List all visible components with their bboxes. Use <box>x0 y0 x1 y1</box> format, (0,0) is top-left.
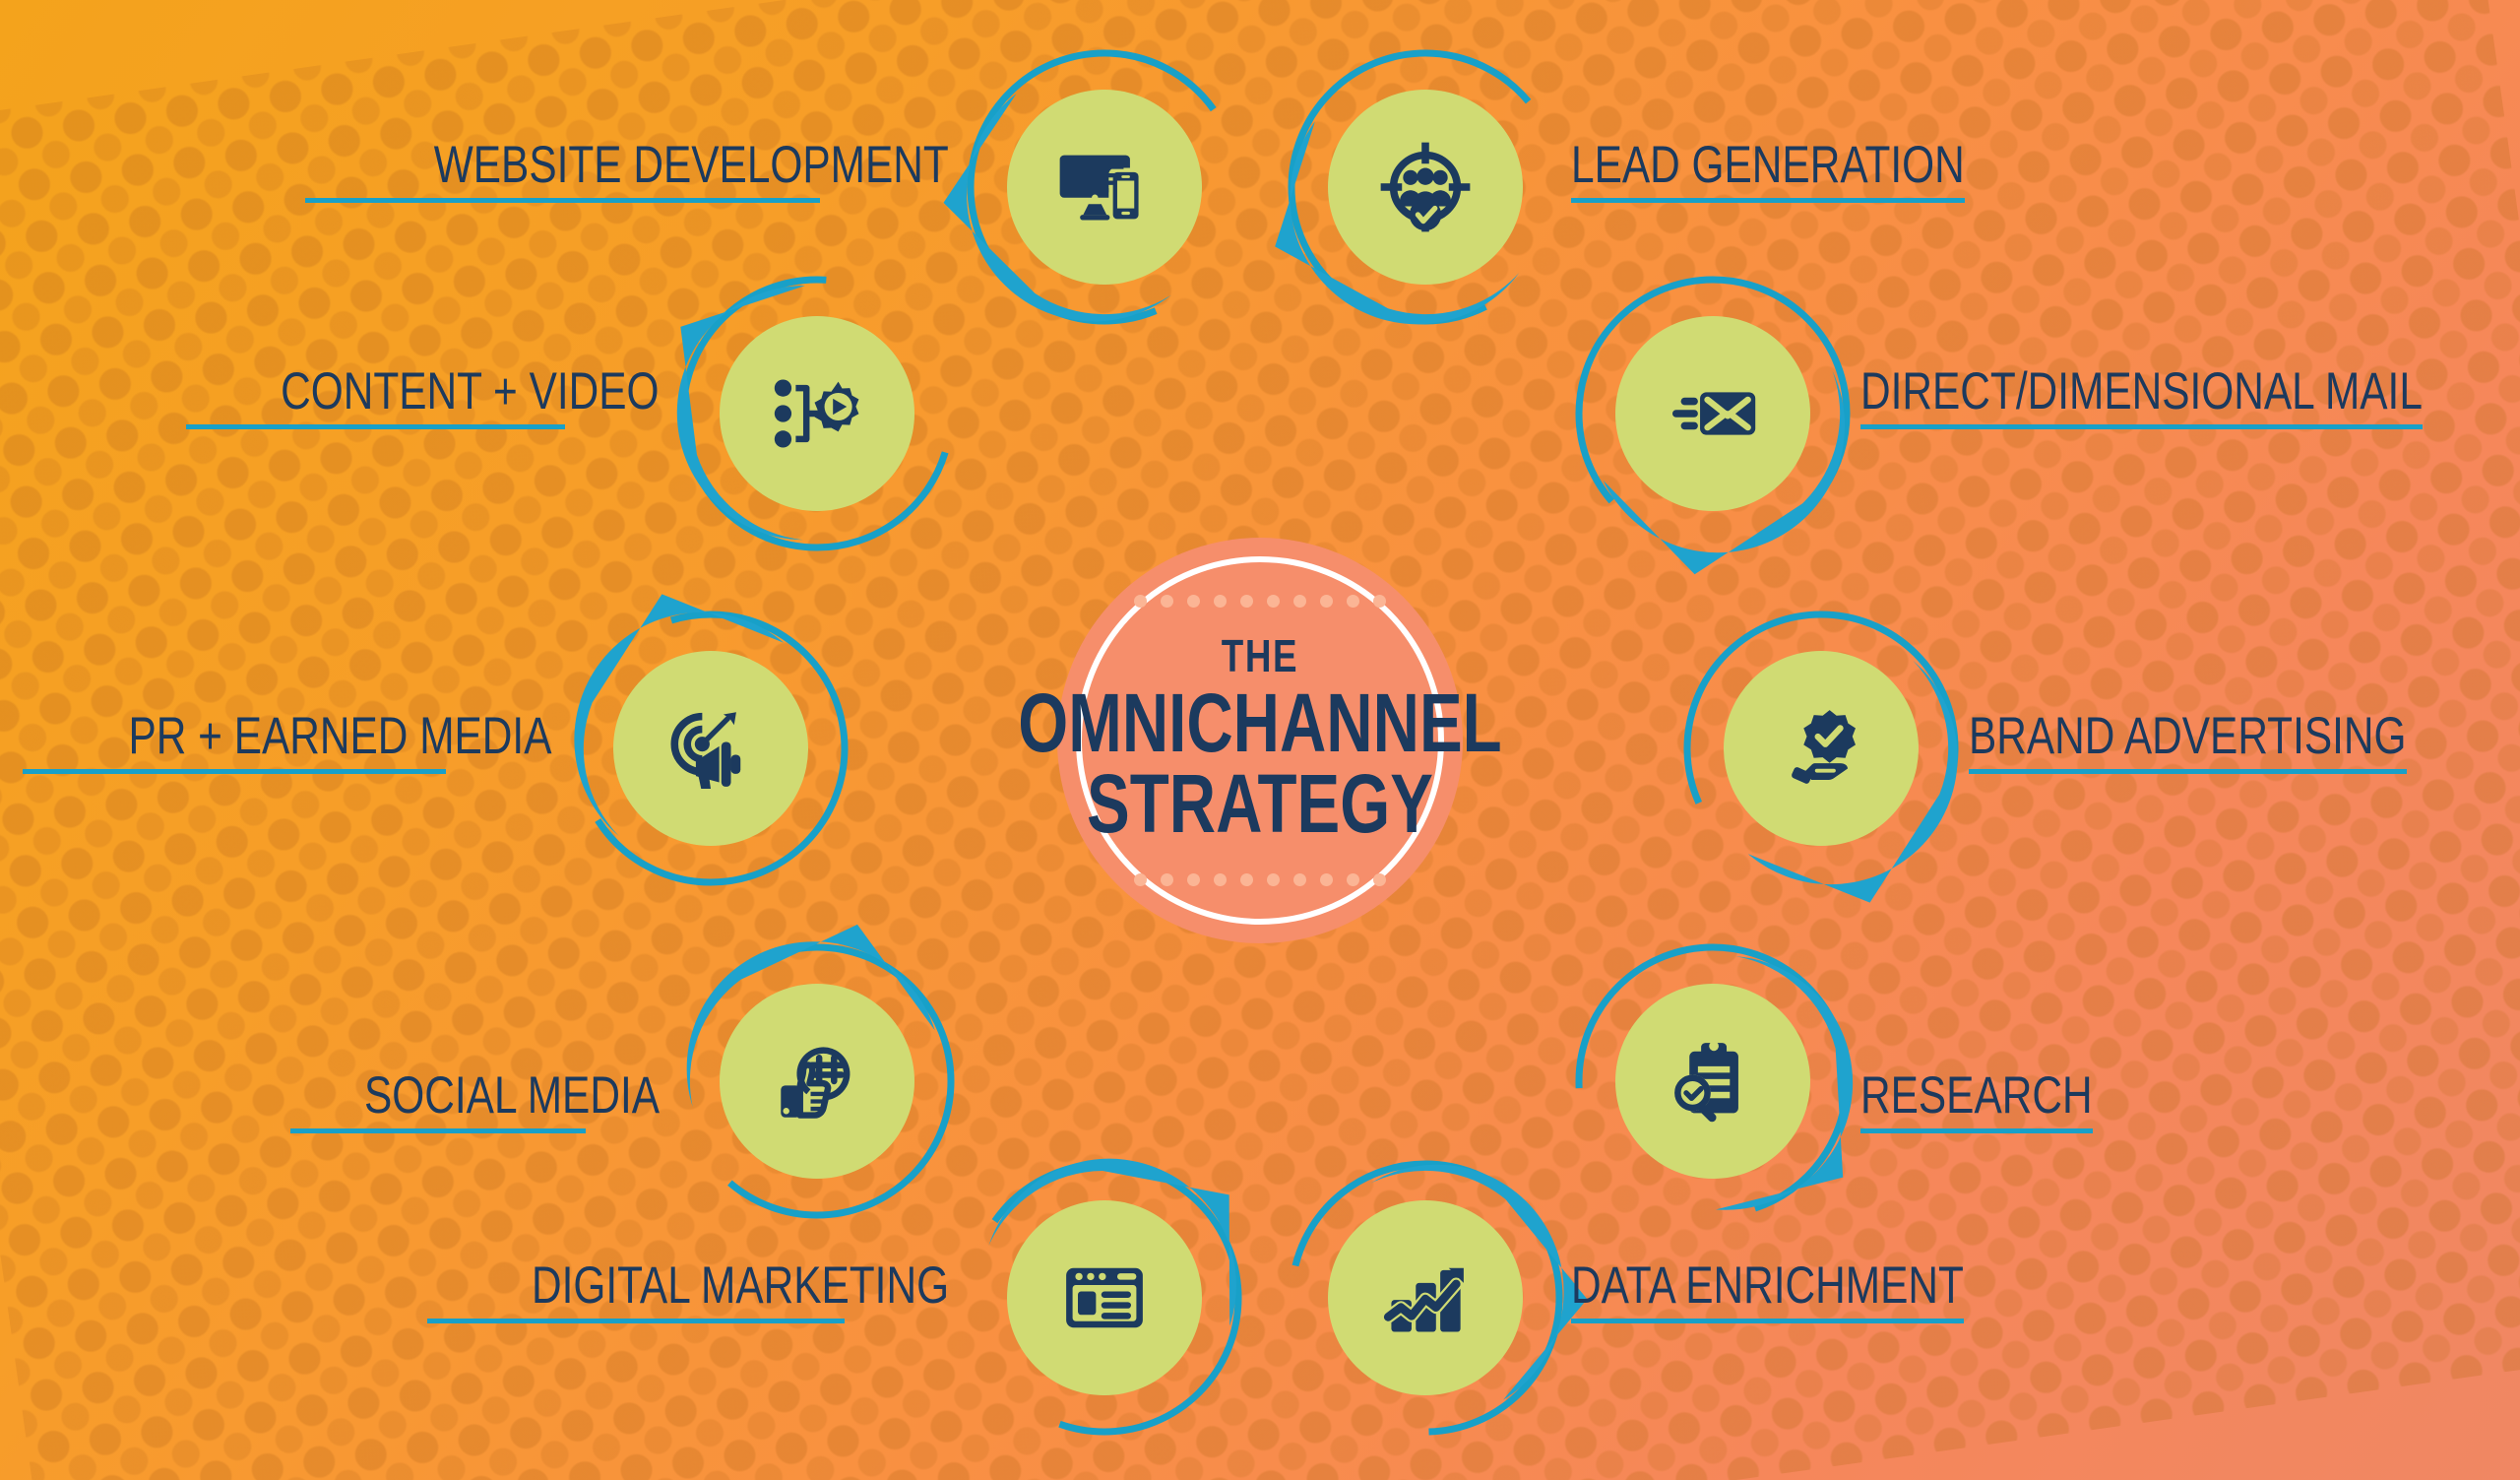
label-underline-lead-generation <box>1571 198 1965 204</box>
label-text-website-development: WEBSITE DEVELOPMENT <box>433 136 949 194</box>
node-ring-pr-earned-media <box>573 594 849 886</box>
hub-dots-top <box>950 594 1570 608</box>
hub-dot <box>1240 594 1253 608</box>
label-underline-data-enrichment <box>1571 1319 1964 1324</box>
hub-dot <box>1134 594 1147 608</box>
label-brand-advertising: BRAND ADVERTISING <box>1969 707 2516 775</box>
hub-eyebrow: THE <box>1221 629 1299 681</box>
hub-dot <box>1293 594 1306 608</box>
label-text-research: RESEARCH <box>1860 1066 2093 1125</box>
workflow-gear-play-icon <box>774 379 859 448</box>
label-underline-digital-marketing <box>426 1319 845 1324</box>
node-brand-advertising[interactable] <box>1683 611 1959 903</box>
node-ring-brand-advertising <box>1683 611 1959 903</box>
hub-dot <box>1293 873 1306 887</box>
hub-dot <box>1267 594 1280 608</box>
label-data-enrichment: DATA ENRICHMENT <box>1571 1256 2062 1324</box>
hub-title-line2: STRATEGY <box>1087 757 1433 850</box>
node-disc-digital-marketing <box>1007 1200 1202 1395</box>
target-audience-check-icon <box>1380 142 1471 232</box>
node-ring-website-development <box>943 49 1242 325</box>
hub-dot <box>1347 873 1359 887</box>
node-ring-content-video <box>676 276 955 551</box>
envelope-speed-icon <box>1671 392 1756 435</box>
node-disc-data-enrichment <box>1328 1200 1523 1395</box>
hub-dot <box>1347 594 1359 608</box>
label-underline-website-development <box>305 198 821 204</box>
hub-dot <box>1373 873 1386 887</box>
browser-window-icon <box>1066 1267 1143 1328</box>
hub-dot <box>1134 873 1147 887</box>
label-text-content-video: CONTENT + VIDEO <box>281 362 660 420</box>
label-underline-brand-advertising <box>1969 769 2407 775</box>
label-content-video: CONTENT + VIDEO <box>186 362 660 430</box>
label-website-development: WEBSITE DEVELOPMENT <box>305 136 949 204</box>
clipboard-magnifier-icon <box>1674 1041 1738 1123</box>
node-disc-brand-advertising <box>1724 651 1919 846</box>
label-pr-earned-media: PR + EARNED MEDIA <box>22 707 551 775</box>
hub-dots-bottom <box>950 873 1570 887</box>
label-text-digital-marketing: DIGITAL MARKETING <box>531 1256 949 1315</box>
node-website-development[interactable] <box>943 49 1242 325</box>
node-pr-earned-media[interactable] <box>573 594 849 886</box>
label-underline-pr-earned-media <box>22 769 446 775</box>
hub-dot <box>1373 594 1386 608</box>
node-ring-data-enrichment <box>1288 1160 1588 1436</box>
node-ring-research <box>1575 943 1854 1219</box>
hub-dot <box>1214 873 1227 887</box>
hub-white-ring <box>1076 556 1444 925</box>
hub-dot <box>1161 873 1173 887</box>
hub-dot <box>1161 594 1173 608</box>
hub-dot <box>1187 873 1200 887</box>
label-direct-dimensional-mail: DIRECT/DIMENSIONAL MAIL <box>1860 362 2520 430</box>
node-disc-website-development <box>1007 90 1202 285</box>
hub-dot <box>1187 594 1200 608</box>
node-digital-marketing[interactable] <box>967 1158 1242 1436</box>
target-megaphone-icon <box>670 712 741 790</box>
hub-title-line1: OMNICHANNEL <box>1018 676 1502 769</box>
hub-dot <box>1267 873 1280 887</box>
hub-dot <box>1320 873 1333 887</box>
label-text-pr-earned-media: PR + EARNED MEDIA <box>128 707 551 765</box>
label-text-brand-advertising: BRAND ADVERTISING <box>1969 707 2407 765</box>
label-underline-direct-dimensional-mail <box>1860 424 2423 430</box>
label-underline-research <box>1860 1128 2093 1134</box>
node-ring-digital-marketing <box>967 1158 1242 1436</box>
hub-dot <box>1320 594 1333 608</box>
node-disc-research <box>1615 984 1810 1179</box>
desktop-mobile-icon <box>1059 155 1139 221</box>
node-disc-direct-dimensional-mail <box>1615 316 1810 511</box>
label-social-media: SOCIAL MEDIA <box>289 1066 660 1134</box>
node-disc-content-video <box>720 316 914 511</box>
node-disc-pr-earned-media <box>613 651 808 846</box>
node-content-video[interactable] <box>676 276 955 551</box>
node-data-enrichment[interactable] <box>1288 1160 1588 1436</box>
node-lead-generation[interactable] <box>1275 49 1563 325</box>
label-text-lead-generation: LEAD GENERATION <box>1571 136 1965 194</box>
label-underline-content-video <box>186 424 565 430</box>
thumbs-up-hashtag-icon <box>781 1047 850 1119</box>
node-ring-lead-generation <box>1275 49 1563 325</box>
label-text-direct-dimensional-mail: DIRECT/DIMENSIONAL MAIL <box>1860 362 2423 420</box>
hub-dot <box>1240 873 1253 887</box>
node-direct-dimensional-mail[interactable] <box>1575 276 1851 575</box>
bar-chart-trend-icon <box>1381 1267 1464 1332</box>
label-digital-marketing: DIGITAL MARKETING <box>426 1256 949 1324</box>
node-social-media[interactable] <box>679 924 955 1219</box>
hub-dot <box>1214 594 1227 608</box>
node-disc-lead-generation <box>1328 90 1523 285</box>
label-text-data-enrichment: DATA ENRICHMENT <box>1571 1256 1964 1315</box>
label-underline-social-media <box>289 1128 586 1134</box>
center-hub: THE OMNICHANNEL STRATEGY <box>1018 538 1502 943</box>
node-ring-social-media <box>679 924 955 1219</box>
node-disc-social-media <box>720 984 914 1179</box>
label-research: RESEARCH <box>1860 1066 2151 1134</box>
hub-content: THE OMNICHANNEL STRATEGY <box>950 594 1570 887</box>
node-ring-direct-dimensional-mail <box>1575 276 1851 575</box>
label-text-social-media: SOCIAL MEDIA <box>363 1066 660 1125</box>
node-research[interactable] <box>1575 943 1854 1219</box>
label-lead-generation: LEAD GENERATION <box>1571 136 2063 204</box>
hand-badge-check-icon <box>1792 710 1856 784</box>
